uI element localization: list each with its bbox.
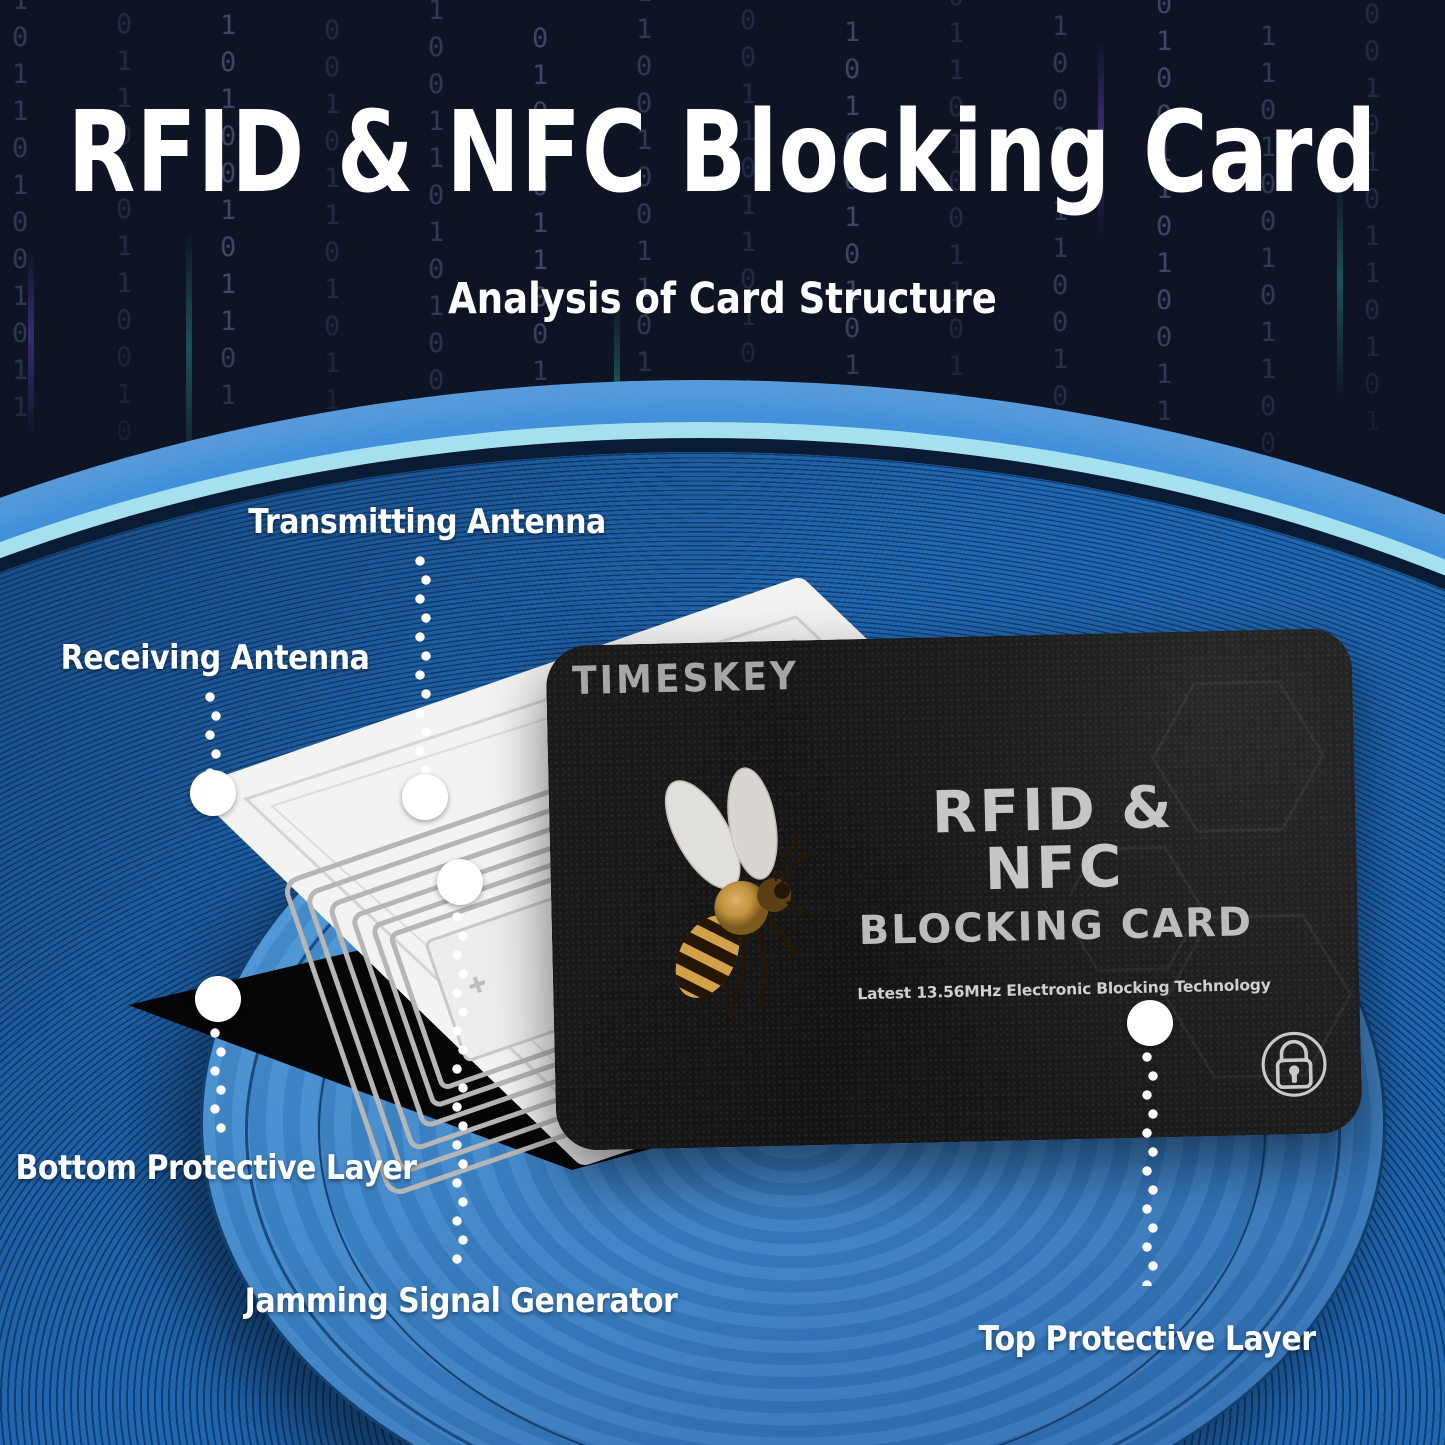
endpoint-dot	[402, 774, 448, 820]
page-subtitle: Analysis of Card Structure	[448, 274, 997, 324]
binary-column: 0 1 1 0 1 0 1 1 0 0 1 0	[116, 9, 133, 447]
page-title: RFID & NFC Blocking Card	[67, 86, 1378, 218]
annotation-label: Top Protective Layer	[978, 1319, 1316, 1359]
leader-dotted-line	[415, 552, 431, 794]
binary-column: 0 0 1 1 0 1 1 0 1 0 0 1	[740, 5, 757, 443]
leader-dotted-line	[205, 688, 221, 772]
lock-icon	[1261, 1031, 1327, 1097]
annotation-label: Transmitting Antenna	[248, 502, 606, 542]
binary-column: 1 0 0 1 1 0 1 0 1 0 0 1	[428, 0, 445, 433]
brand-logo: TIMESKEY	[571, 654, 800, 704]
binary-column: 1 1 0 0 1 0 0 1 1 0 1 0	[636, 0, 653, 415]
bee-illustration	[662, 767, 815, 1017]
binary-column: 0 1 0 0 1 1 0 1 0 0 1 1	[1156, 0, 1173, 427]
glow-streak	[1337, 180, 1343, 400]
leader-dotted-line	[452, 908, 468, 1266]
binary-column: 1 0 0 1 0 1 1 0 0 1 0 0	[1052, 11, 1069, 449]
bee-proboscis	[786, 901, 809, 916]
endpoint-dot	[1127, 1000, 1173, 1046]
binary-column: 1 1 0 1 0 0 1 0 1 1 0 1	[220, 0, 237, 411]
endpoint-dot	[195, 976, 241, 1022]
endpoint-dot	[190, 770, 236, 816]
blocking-card: TIMESKEY	[545, 627, 1363, 1152]
glow-streak	[186, 230, 192, 490]
leader-dotted-line	[1142, 1048, 1158, 1286]
annotation-label: Bottom Protective Layer	[15, 1148, 417, 1188]
glow-streak	[1098, 40, 1104, 240]
binary-column: 0 0 1 0 1 0 1 1 0 1 0 1	[1364, 0, 1381, 437]
leader-dotted-line	[210, 1024, 226, 1136]
annotation-label: Jamming Signal Generator	[244, 1281, 678, 1321]
binary-code-background: 1 0 1 1 0 1 0 0 1 0 1 1 0 1 1 0 1 0 1 1 0…	[0, 0, 1445, 560]
binary-column: 0 0 1 0 1 1 0 1 0 1 1 0	[324, 15, 341, 453]
glow-streak	[28, 250, 34, 440]
annotation-label: Receiving Antenna	[60, 638, 370, 678]
bee-antennae	[774, 841, 815, 885]
binary-column: 1 0 1 1 0 1 0 0 1 0 1 1	[12, 0, 29, 423]
binary-column: 1 1 0 1 0 0 1 0 1 1 0 0	[1260, 21, 1277, 459]
endpoint-dot	[437, 859, 483, 905]
binary-column: 0 1 0 1 0 1 1 0 0 1 0 1	[532, 23, 549, 461]
